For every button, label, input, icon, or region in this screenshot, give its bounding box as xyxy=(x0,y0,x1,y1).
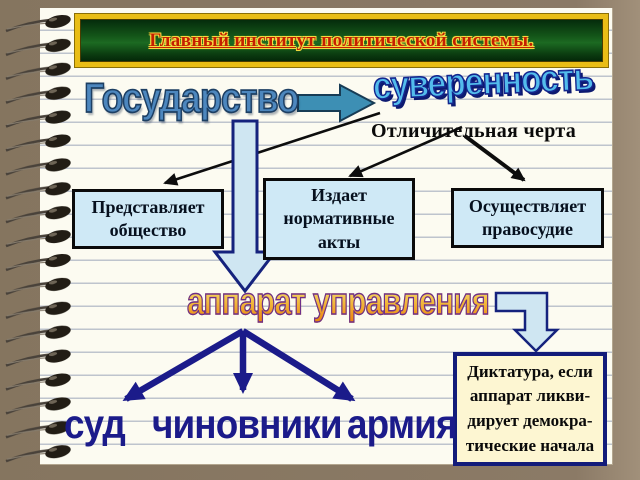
distinctive-feature-label: Отличительная черта xyxy=(371,120,577,142)
box-represents-society: Представляет общество xyxy=(72,189,224,249)
term-army: армия xyxy=(347,401,457,447)
wordart-apparatus: аппарат управления xyxy=(186,280,490,323)
box-line: общество xyxy=(109,220,187,240)
box-line: Диктатура, если xyxy=(467,361,593,381)
box-issues-acts: Издает нормативные акты xyxy=(263,178,415,260)
box-line: тические начала xyxy=(465,435,595,455)
spiral-binding xyxy=(0,10,84,466)
box-line: акты xyxy=(317,231,361,252)
slide-title: Главный институт политической системы. xyxy=(149,29,534,51)
box-line: Издает xyxy=(311,185,367,206)
box-line: нормативные xyxy=(283,208,395,229)
box-line: Представляет xyxy=(91,196,205,217)
box-line: Осуществляет xyxy=(468,195,587,216)
spiral-coils xyxy=(0,10,84,466)
box-line: дирует демокра- xyxy=(467,411,593,430)
box-administers-justice: Осуществляет правосудие xyxy=(451,188,604,248)
box-line: правосудие xyxy=(481,219,574,239)
title-banner: Главный институт политической системы. xyxy=(74,13,609,68)
term-court: суд xyxy=(64,401,126,447)
box-line: аппарат ликви- xyxy=(469,386,591,406)
box-dictatorship-note: Диктатура, если аппарат ликви- дирует де… xyxy=(453,352,607,466)
wordart-state: Государство xyxy=(83,73,300,122)
term-officials: чиновники xyxy=(152,401,343,447)
